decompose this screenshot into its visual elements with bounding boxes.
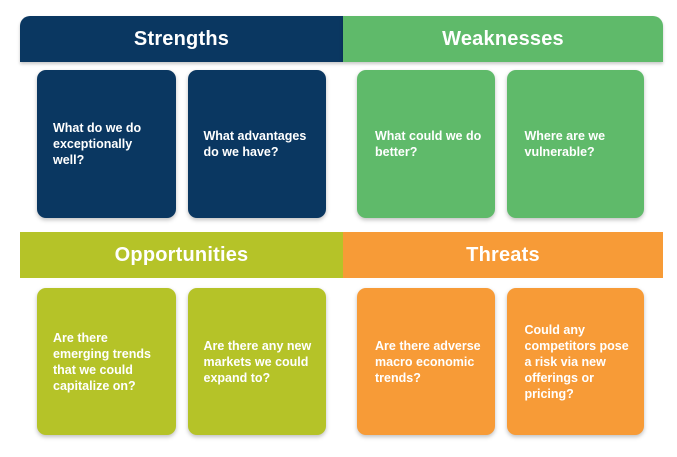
swot-card-threats-1[interactable]: Are there adverse macro economic trends? xyxy=(357,288,495,435)
quadrant-title-opportunities: Opportunities xyxy=(114,244,249,266)
swot-card-text: What do we do exceptionally well? xyxy=(53,121,142,167)
swot-card-text: Are there any new markets we could expan… xyxy=(203,338,312,385)
swot-card-weaknesses-2[interactable]: Where are we vulnerable? xyxy=(506,70,644,218)
swot-card-opportunities-2[interactable]: Are there any new markets we could expan… xyxy=(187,288,326,435)
quadrant-title-weaknesses: Weaknesses xyxy=(442,28,564,50)
swot-card-text: What could we do better? xyxy=(375,129,482,159)
swot-card-text: Could any competitors pose a risk via ne… xyxy=(524,322,629,401)
card-row-threats: Are there adverse macro economic trends?… xyxy=(343,288,663,436)
card-row-opportunities: Are there emerging trends that we could … xyxy=(20,288,343,436)
card-row-weaknesses: What could we do better? Where are we vu… xyxy=(343,70,663,219)
quadrant-header-threats: Threats xyxy=(343,232,663,278)
card-row-strengths: What do we do exceptionally well? What a… xyxy=(20,70,343,219)
swot-card-strengths-1[interactable]: What do we do exceptionally well? xyxy=(37,70,176,218)
quadrant-strengths: Strengths What do we do exceptionally we… xyxy=(20,16,343,219)
swot-card-text: What advantages do we have? xyxy=(203,129,307,159)
quadrant-header-opportunities: Opportunities xyxy=(20,232,343,278)
quadrant-threats: Threats Are there adverse macro economic… xyxy=(343,232,663,436)
swot-card-weaknesses-1[interactable]: What could we do better? xyxy=(357,70,495,218)
quadrant-weaknesses: Weaknesses What could we do better? Wher… xyxy=(343,16,663,219)
quadrant-header-strengths: Strengths xyxy=(20,16,343,62)
swot-card-text: Are there emerging trends that we could … xyxy=(53,330,151,393)
swot-card-text: Are there adverse macro economic trends? xyxy=(375,338,481,385)
quadrant-header-weaknesses: Weaknesses xyxy=(343,16,663,62)
quadrant-title-threats: Threats xyxy=(466,244,540,266)
quadrant-opportunities: Opportunities Are there emerging trends … xyxy=(20,232,343,436)
swot-card-opportunities-1[interactable]: Are there emerging trends that we could … xyxy=(37,288,176,435)
swot-card-threats-2[interactable]: Could any competitors pose a risk via ne… xyxy=(506,288,644,435)
swot-card-text: Where are we vulnerable? xyxy=(524,129,606,159)
quadrant-title-strengths: Strengths xyxy=(133,28,230,50)
swot-card-strengths-2[interactable]: What advantages do we have? xyxy=(187,70,326,218)
